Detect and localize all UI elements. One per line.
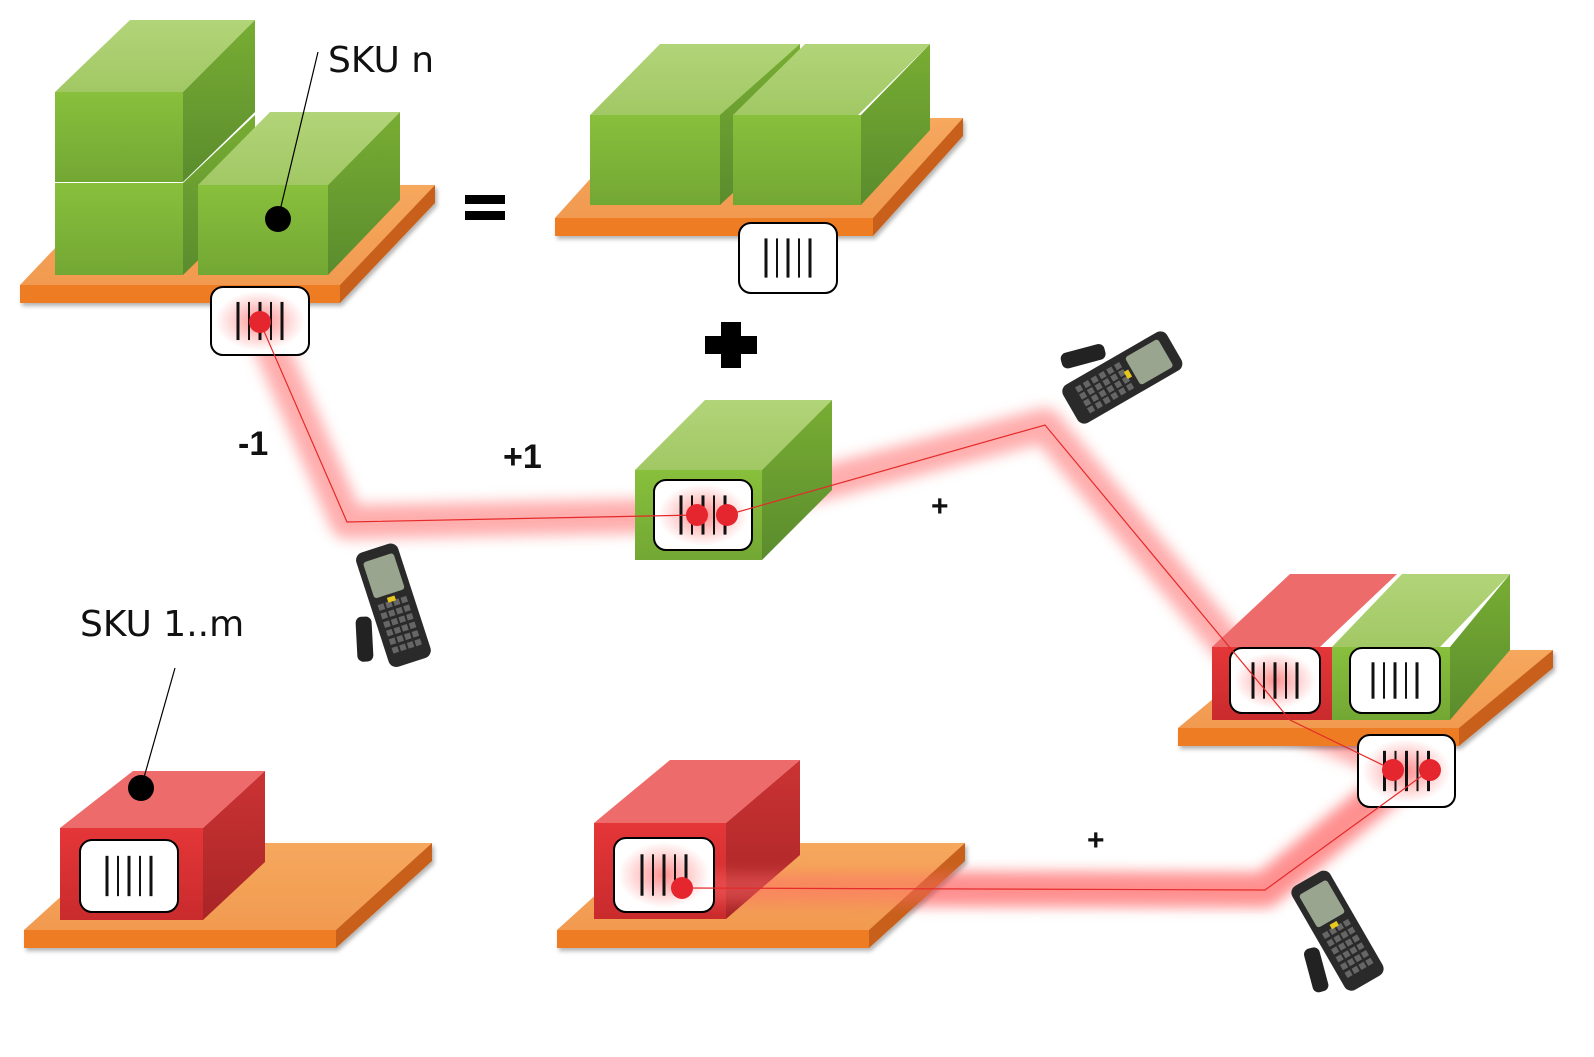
pallet-sku-n: SKU n bbox=[20, 20, 435, 303]
barcode-label bbox=[1229, 647, 1321, 714]
sku-n-label: SKU n bbox=[328, 40, 434, 81]
green-box bbox=[733, 44, 930, 205]
green-box-sku-n bbox=[198, 112, 400, 275]
pallet-combined bbox=[555, 44, 963, 236]
laser-dot bbox=[1382, 759, 1404, 781]
barcode-icon bbox=[1251, 662, 1299, 699]
barcode-label bbox=[1349, 647, 1441, 714]
barcode-label bbox=[79, 839, 179, 913]
barcode-label bbox=[1357, 734, 1456, 808]
barcode-label bbox=[738, 222, 838, 294]
plus-label: + bbox=[931, 490, 949, 523]
laser-dot bbox=[716, 504, 738, 526]
handheld-scanner-icon bbox=[1060, 331, 1183, 424]
barcode-icon bbox=[1371, 662, 1419, 699]
minus-one-label: -1 bbox=[238, 425, 268, 463]
laser-dot bbox=[671, 877, 693, 899]
sku-leader-line bbox=[277, 51, 319, 220]
green-box bbox=[55, 20, 255, 182]
handheld-scanner-icon bbox=[1291, 870, 1384, 993]
laser-dot bbox=[686, 504, 708, 526]
plus-sign bbox=[705, 322, 757, 368]
plus-label: + bbox=[1087, 824, 1105, 857]
laser-glow bbox=[244, 315, 1427, 907]
sku-leader-line bbox=[140, 667, 176, 789]
laser-line bbox=[259, 321, 1431, 891]
plus-one-label: +1 bbox=[503, 438, 542, 476]
handheld-scanner-icon bbox=[355, 543, 431, 668]
barcode-icon bbox=[764, 238, 812, 278]
equals-sign bbox=[465, 195, 505, 220]
sku-1m-label: SKU 1..m bbox=[80, 604, 244, 645]
laser-dots bbox=[249, 311, 1441, 899]
barcode-label bbox=[613, 837, 715, 913]
barcode-icon bbox=[105, 855, 153, 897]
laser-dot bbox=[1419, 759, 1441, 781]
laser-dot bbox=[249, 311, 271, 333]
